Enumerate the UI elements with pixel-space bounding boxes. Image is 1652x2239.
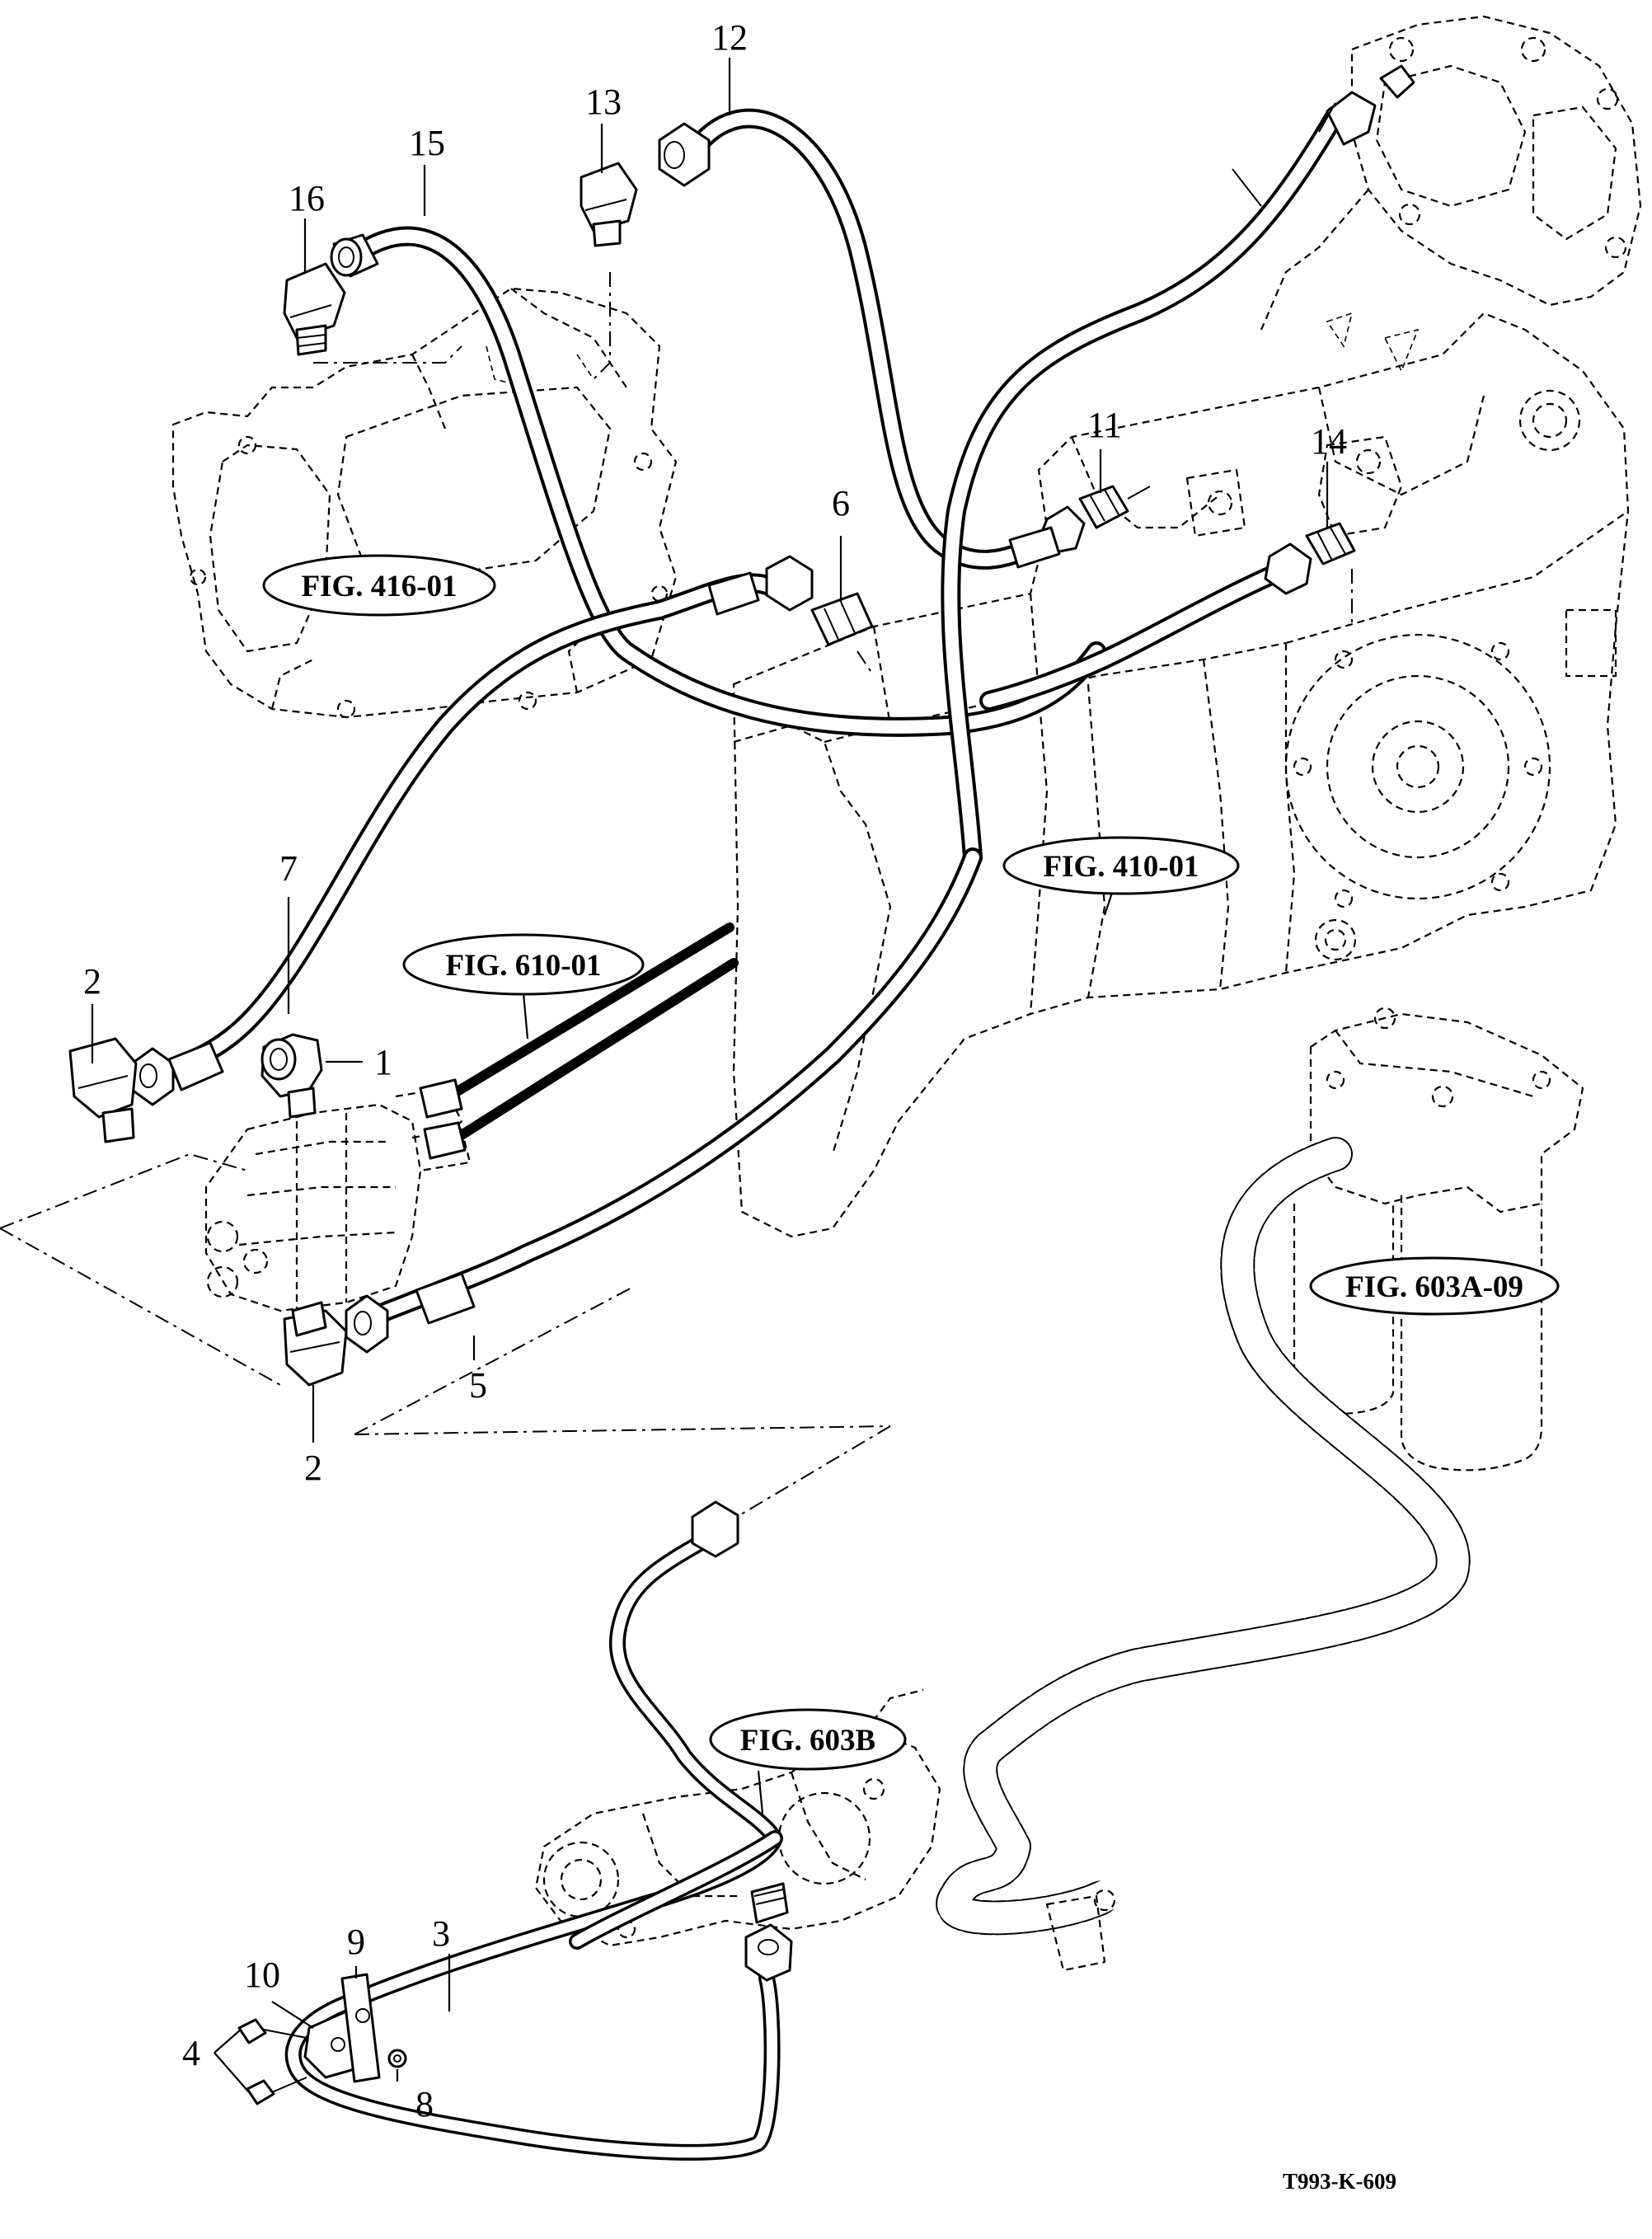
bracket-9-10 xyxy=(237,1973,407,2105)
callout-1: 1 xyxy=(374,1042,392,1082)
control-valve-block xyxy=(204,1087,472,1312)
figure-ref-603a-09-label: FIG. 603A-09 xyxy=(1345,1270,1523,1304)
callout-5: 5 xyxy=(469,1365,487,1406)
callout-8: 8 xyxy=(415,2084,434,2124)
callout-16: 16 xyxy=(289,178,325,218)
callout-4: 4 xyxy=(182,2033,200,2073)
callout-14: 14 xyxy=(1311,421,1347,462)
figure-ref-603b-label: FIG. 603B xyxy=(740,1724,875,1758)
assembly-leader-lines xyxy=(0,272,1353,1534)
hose-5 xyxy=(345,847,983,1354)
callout-11: 11 xyxy=(1087,405,1122,445)
drawing-reference: T993-K-609 xyxy=(1283,2169,1396,2194)
hose-center-right xyxy=(979,505,1312,711)
callout-2-lower: 2 xyxy=(304,1448,322,1488)
figure-ref-610-01-label: FIG. 610-01 xyxy=(445,949,601,983)
callout-10: 10 xyxy=(244,1955,280,1995)
callout-7: 7 xyxy=(279,848,298,889)
callout-9: 9 xyxy=(347,1922,365,1962)
figure-ref-416-01-label: FIG. 416-01 xyxy=(301,570,457,603)
filter-assembly-603a xyxy=(936,1007,1584,1972)
figure-ref-603a-09[interactable]: FIG. 603A-09 xyxy=(1309,1256,1560,1316)
callout-6: 6 xyxy=(832,483,850,523)
callout-leaders xyxy=(91,58,1329,2093)
callout-3: 3 xyxy=(432,1913,450,1954)
figure-ref-410-01-label: FIG. 410-01 xyxy=(1043,850,1199,884)
callout-12: 12 xyxy=(711,17,748,58)
main-transmission-410 xyxy=(732,15,1642,1238)
transmission-housing-416 xyxy=(171,287,678,719)
figure-ref-416-01[interactable]: FIG. 416-01 xyxy=(262,554,496,617)
tube-3 xyxy=(284,1500,793,2161)
callout-numbers: 1 2 2 3 4 5 6 7 8 9 10 11 12 13 14 15 16 xyxy=(83,17,1347,2124)
figure-ref-610-01[interactable]: FIG. 610-01 xyxy=(402,933,645,996)
figure-ref-410-01[interactable]: FIG. 410-01 xyxy=(1002,836,1240,895)
hose-top-right xyxy=(941,64,1415,867)
fittings xyxy=(68,162,1356,1387)
hose-15 xyxy=(330,226,1106,737)
hose-12 xyxy=(658,108,1049,570)
parts xyxy=(68,64,1415,2161)
hose-7 xyxy=(130,555,814,1106)
phantom-assemblies xyxy=(171,15,1642,1972)
rods-610 xyxy=(419,922,739,1160)
callout-2-upper: 2 xyxy=(83,961,101,1002)
callout-13: 13 xyxy=(585,82,622,122)
callout-15: 15 xyxy=(409,123,445,163)
figure-ref-603b[interactable]: FIG. 603B xyxy=(709,1708,907,1771)
tube-pump-link xyxy=(569,1830,783,1950)
